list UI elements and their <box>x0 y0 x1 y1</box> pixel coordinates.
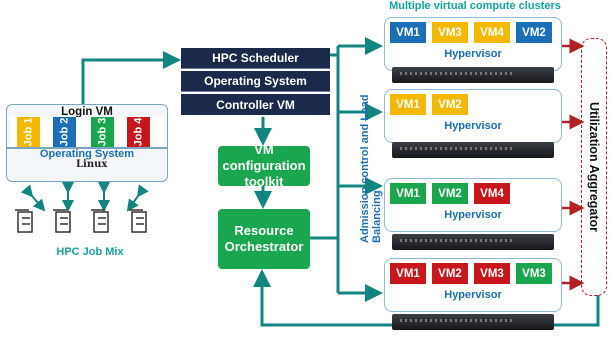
hpc-scheduler-box: HPC Scheduler <box>181 48 330 69</box>
login-divider <box>6 147 168 149</box>
cluster-3-hypervisor: Hypervisor <box>444 209 502 221</box>
job-mix-label: HPC Job Mix <box>56 246 124 258</box>
job-1-badge: Job 1 <box>17 117 40 147</box>
cluster-4-server <box>392 314 554 330</box>
cluster-4-hypervisor: Hypervisor <box>444 289 502 301</box>
user-arrows <box>20 182 149 212</box>
cluster-2-vm-1: VM1 <box>390 94 426 115</box>
cluster-2-vm-2: VM2 <box>432 94 468 115</box>
utilization-aggregator-box <box>581 38 607 296</box>
user-icon <box>129 209 147 233</box>
clusters-title: Multiple virtual compute clusters <box>389 0 561 12</box>
cluster-2: VM1 VM2 Hypervisor <box>384 89 562 143</box>
login-os-label: Operating System <box>39 148 135 160</box>
cluster-1-vm-1: VM1 <box>390 22 426 43</box>
resource-orchestrator-box: Resource Orchestrator <box>218 209 310 269</box>
controller-vm-box: Controller VM <box>181 94 330 115</box>
cluster-4: VM1 VM2 VM3 VM3 Hypervisor <box>384 258 562 312</box>
utilization-aggregator-label: Utilization Aggregator <box>587 101 601 233</box>
job-2-badge: Job 2 <box>53 117 76 147</box>
operating-system-box: Operating System <box>181 71 330 92</box>
cluster-3-vm-2: VM2 <box>432 183 468 204</box>
cluster-3-vm-1: VM1 <box>390 183 426 204</box>
cluster-1: VM1 VM3 VM4 VM2 Hypervisor <box>384 17 562 71</box>
cluster-1-vm-4: VM2 <box>516 22 552 43</box>
cluster-1-vm-2: VM3 <box>432 22 468 43</box>
cluster-4-vm-1: VM1 <box>390 263 426 284</box>
cluster-4-vm-4: VM3 <box>516 263 552 284</box>
cluster-4-vm-2: VM2 <box>432 263 468 284</box>
cluster-3: VM1 VM2 VM4 Hypervisor <box>384 178 562 232</box>
cluster-4-vm-3: VM3 <box>474 263 510 284</box>
vm-configuration-toolkit-box: VM configuration toolkit <box>218 142 310 189</box>
cluster-3-vm-3: VM4 <box>474 183 510 204</box>
user-icon <box>15 209 33 233</box>
user-icons <box>15 209 147 233</box>
job-4-badge: Job 4 <box>127 117 150 147</box>
user-icon <box>53 209 71 233</box>
cluster-3-server <box>392 234 554 250</box>
cluster-2-server <box>392 142 554 158</box>
cluster-2-hypervisor: Hypervisor <box>444 120 502 132</box>
cluster-1-hypervisor: Hypervisor <box>444 48 502 60</box>
job-3-badge: Job 3 <box>91 117 114 147</box>
cluster-1-vm-3: VM4 <box>474 22 510 43</box>
admission-control-label: Admission control and Load Balancing <box>359 94 383 243</box>
user-icon <box>91 209 109 233</box>
login-to-scheduler-arrow <box>81 51 181 104</box>
cluster-1-server <box>392 67 554 83</box>
login-vm-label: Login VM <box>61 106 113 118</box>
linux-logo: Linux <box>76 159 108 170</box>
